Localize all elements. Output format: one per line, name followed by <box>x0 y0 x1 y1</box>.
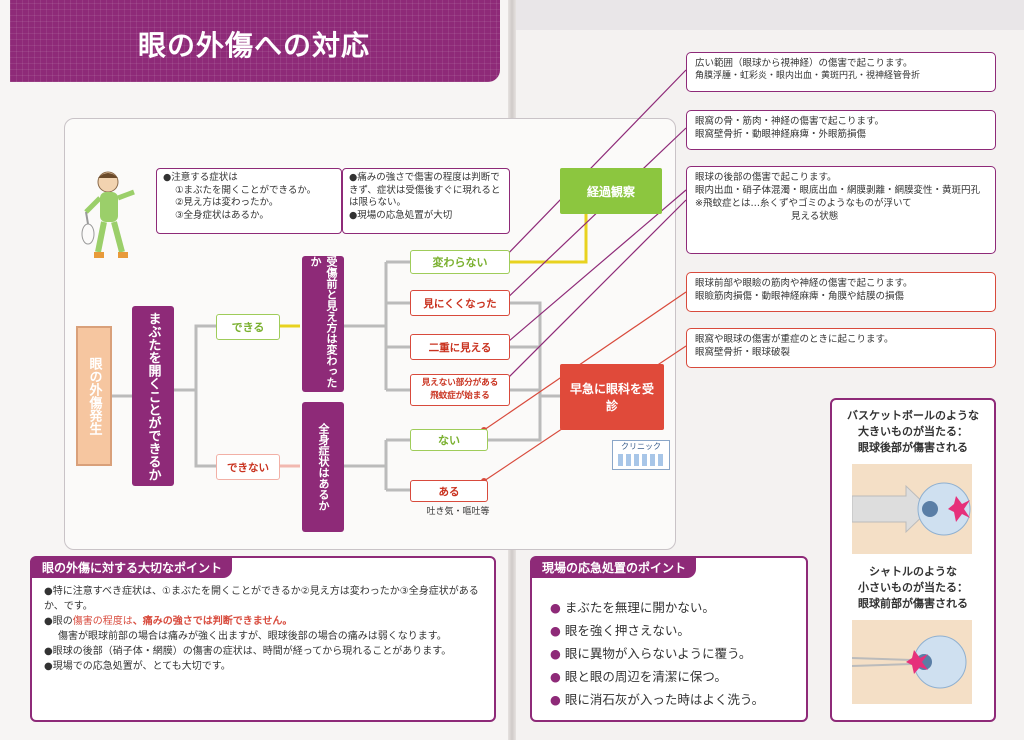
case-text: 眼球前部が傷害される <box>858 597 968 610</box>
outcome-blind-spot: 見えない部分がある 飛蚊症が始まる <box>410 374 510 406</box>
outcome-blind-spot-line2: 飛蚊症が始まる <box>430 391 490 401</box>
note-line: ●現場の応急処置が大切 <box>349 209 453 221</box>
note-line: ●注意する症状は <box>163 172 238 183</box>
info-box-cause-1: 広い範囲（眼球から視神経）の傷害で起こります。 角膜浮腫・虹彩炎・眼内出血・黄斑… <box>686 52 996 92</box>
info-box-cause-2: 眼窩の骨・筋肉・神経の傷害で起こります。 眼窩壁骨折・動眼神経麻痺・外眼筋損傷 <box>686 110 996 150</box>
info-line: 眼窩や眼球の傷害が重症のときに起こります。 <box>695 334 894 345</box>
note-line: ①まぶたを開くことができるか。 <box>175 184 317 196</box>
highlight-text: 傷害の程度は <box>72 616 133 627</box>
point-item: ●特に注意すべき症状は、①まぶたを開くことができるか②見え方は変わったか③全身症… <box>44 586 479 612</box>
case-text: バスケットボールのような <box>847 409 979 422</box>
question-systemic-symptoms: 全身症状はあるか <box>302 402 344 532</box>
outcome-unchanged: 変わらない <box>410 250 510 274</box>
point-item: ●眼の傷害の程度は、痛みの強さでは判断できません。 <box>44 616 293 627</box>
case-text: 小さいものが当たる： <box>858 581 968 594</box>
notes-box-symptoms: ●注意する症状は ①まぶたを開くことができるか。 ②見え方は変わったか。 ③全身… <box>156 168 342 234</box>
info-line: 広い範囲（眼球から視神経）の傷害で起こります。 <box>695 58 913 69</box>
info-line: 眼球の後部の傷害で起こります。 <box>695 172 837 183</box>
important-points-panel: 眼の外傷に対する大切なポイント ●特に注意すべき症状は、①まぶたを開くことができ… <box>30 556 496 722</box>
info-line: 眼内出血・硝子体混濁・眼底出血・網膜剥離・網膜変性・黄斑円孔 <box>695 185 981 196</box>
title-banner: 眼の外傷への対応 <box>10 0 500 82</box>
case-text: シャトルのような <box>869 565 957 578</box>
injury-type-panel: バスケットボールのような 大きいものが当たる： 眼球後部が傷害される シャトルの… <box>830 398 996 722</box>
result-observe: 経過観察 <box>560 168 662 214</box>
question-vision-changed: 受傷前と見え方は変わったか <box>302 256 344 392</box>
point-item: ●眼球の後部（硝子体・網膜）の傷害の症状は、時間が経ってから現れることがあります… <box>44 646 452 657</box>
case-text: 大きいものが当たる： <box>858 425 968 438</box>
info-box-cause-5: 眼窩や眼球の傷害が重症のときに起こります。 眼窩壁骨折・眼球破裂 <box>686 328 996 368</box>
first-aid-list: ●まぶたを無理に開かない。 ●眼を強く押さえない。 ●眼に異物が入らないように覆… <box>550 596 764 711</box>
page-title: 眼の外傷への対応 <box>138 29 371 62</box>
right-top-bar <box>516 0 1024 30</box>
info-line: 角膜浮腫・虹彩炎・眼内出血・黄斑円孔・視神経管骨折 <box>695 71 921 81</box>
result-see-ophthalmologist: 早急に眼科を受診 <box>560 364 664 430</box>
badminton-player-illustration <box>81 171 135 258</box>
outcome-present: ある <box>410 480 488 502</box>
case-small-object: シャトルのような 小さいものが当たる： 眼球前部が傷害される <box>832 564 994 612</box>
clinic-sign-label: クリニック <box>621 442 661 451</box>
eye-front-injury-illustration <box>852 620 972 704</box>
first-aid-item: ●まぶたを無理に開かない。 <box>550 600 715 615</box>
info-box-cause-4: 眼球前部や眼瞼の筋肉や神経の傷害で起こります。 眼瞼筋肉損傷・動眼神経麻痺・角膜… <box>686 272 996 312</box>
highlight-text: 、痛みの強さでは判断できません。 <box>132 616 293 627</box>
important-points-list: ●特に注意すべき症状は、①まぶたを開くことができるか②見え方は変わったか③全身症… <box>44 584 486 674</box>
point-item: 傷害が眼球前部の場合は痛みが強く出ますが、眼球後部の場合の痛みは弱くなります。 <box>58 631 447 642</box>
first-aid-header: 現場の応急処置のポイント <box>532 558 697 578</box>
outcome-blind-spot-line1: 見えない部分がある <box>421 378 499 388</box>
outcome-harder-to-see: 見にくくなった <box>410 290 510 316</box>
first-aid-item: ●眼を強く押さえない。 <box>550 623 690 638</box>
info-line: ※飛蚊症とは…糸くずやゴミのようなものが浮いて <box>695 198 912 209</box>
first-aid-item: ●眼に消石灰が入った時はよく洗う。 <box>550 692 765 707</box>
note-line: ●痛みの強さで傷害の程度は判断できず、症状は受傷後すぐに現れるとは限らない。 <box>349 172 501 208</box>
info-line: 眼瞼筋肉損傷・動眼神経麻痺・角膜や結膜の損傷 <box>695 291 905 302</box>
outcome-double-vision: 二重に見える <box>410 334 510 360</box>
note-line: ②見え方は変わったか。 <box>175 197 279 208</box>
info-line: 眼球前部や眼瞼の筋肉や神経の傷害で起こります。 <box>695 278 913 289</box>
answer-no: できない <box>216 454 280 480</box>
outcome-present-note: 吐き気・嘔吐等 <box>426 507 490 517</box>
clinic-building-icon <box>618 454 664 466</box>
info-box-cause-3: 眼球の後部の傷害で起こります。 眼内出血・硝子体混濁・眼底出血・網膜剥離・網膜変… <box>686 166 996 254</box>
clinic-sign-illustration: クリニック <box>612 440 670 470</box>
note-line: ③全身症状はあるか。 <box>175 209 269 221</box>
first-aid-item: ●眼に異物が入らないように覆う。 <box>550 646 752 661</box>
info-line: 眼窩壁骨折・眼球破裂 <box>695 347 791 358</box>
case-text: 眼球後部が傷害される <box>858 441 968 454</box>
info-line: 眼窩壁骨折・動眼神経麻痺・外眼筋損傷 <box>695 129 867 140</box>
answer-yes: できる <box>216 314 280 340</box>
notes-box-severity: ●痛みの強さで傷害の程度は判断できず、症状は受傷後すぐに現れるとは限らない。 ●… <box>342 168 510 234</box>
start-node: 眼の外傷発生 <box>76 326 112 466</box>
question-open-eyelid: まぶたを開くことができるか <box>132 306 174 486</box>
case-large-object: バスケットボールのような 大きいものが当たる： 眼球後部が傷害される <box>832 408 994 456</box>
info-line: 眼窩の骨・筋肉・神経の傷害で起こります。 <box>695 116 885 127</box>
first-aid-item: ●眼と眼の周辺を清潔に保つ。 <box>550 669 727 684</box>
outcome-none: ない <box>410 429 488 451</box>
eye-back-injury-illustration <box>852 464 972 554</box>
important-points-header: 眼の外傷に対する大切なポイント <box>32 558 233 578</box>
info-line: 見える状態 <box>791 211 839 222</box>
point-item: ●現場での応急処置が、とても大切です。 <box>44 661 231 672</box>
first-aid-panel: 現場の応急処置のポイント ●まぶたを無理に開かない。 ●眼を強く押さえない。 ●… <box>530 556 808 722</box>
